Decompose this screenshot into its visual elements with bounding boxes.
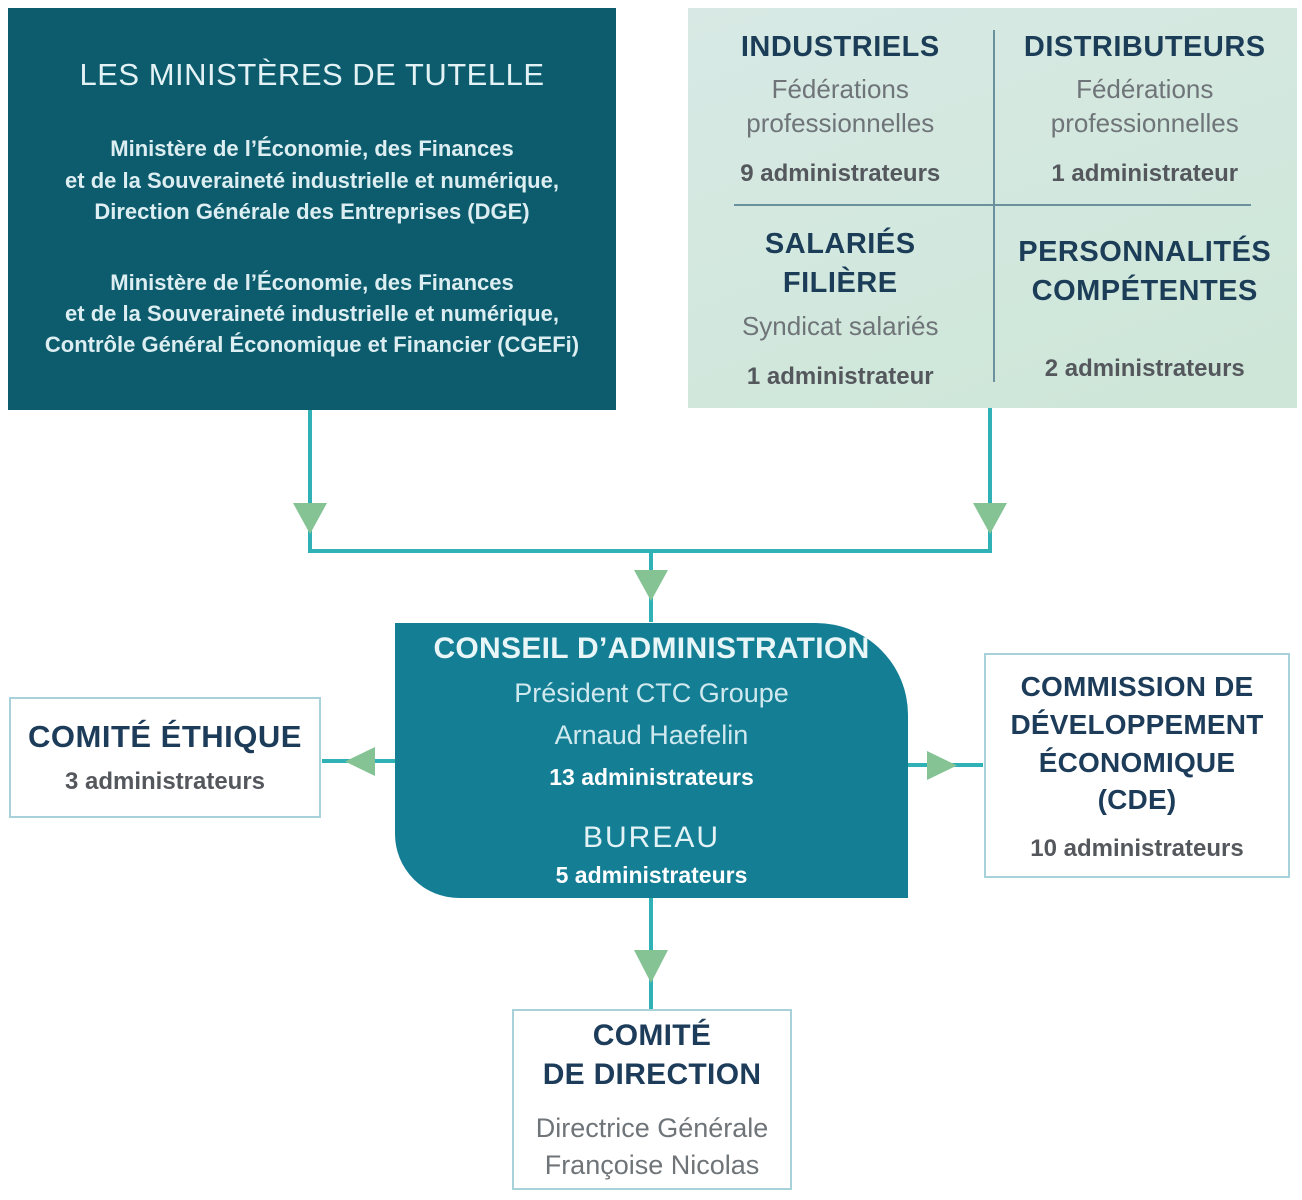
arrowhead-down-center-icon xyxy=(634,570,668,601)
ethics-title: COMITÉ ÉTHIQUE xyxy=(28,719,302,754)
ministries-title: LES MINISTÈRES DE TUTELLE xyxy=(79,57,545,93)
direction-title: COMITÉ DE DIRECTION xyxy=(542,1019,762,1092)
cde-count: 10 administrateurs xyxy=(1030,835,1244,863)
college-vertical-divider xyxy=(992,30,995,382)
arrowhead-right-icon xyxy=(927,751,957,780)
board-title: CONSEIL D’ADMINISTRATION xyxy=(433,632,870,666)
arrowhead-down-bottom-icon xyxy=(634,950,668,983)
comite-direction-box: COMITÉ DE DIRECTION Directrice Générale … xyxy=(512,1009,792,1190)
distributeurs-count: 1 administrateur xyxy=(1051,159,1239,187)
quadrant-personnalites: PERSONNALITÉS COMPÉTENTES 2 administrate… xyxy=(993,227,1298,389)
quadrant-salaries-filiere: SALARIÉS FILIÈRE Syndicat salariés 1 adm… xyxy=(688,219,993,397)
college-box: INDUSTRIELS Fédérations professionnelles… xyxy=(688,8,1297,408)
ministry-dge-text: Ministère de l’Économie, des Finances et… xyxy=(65,136,559,224)
bureau-title: BUREAU xyxy=(582,820,721,854)
ethics-count: 3 administrateurs xyxy=(64,768,266,795)
commission-cde-box: COMMISSION DE DÉVELOPPEMENT ÉCONOMIQUE (… xyxy=(984,653,1290,878)
comite-ethique-box: COMITÉ ÉTHIQUE 3 administrateurs xyxy=(9,697,321,818)
ministries-box: LES MINISTÈRES DE TUTELLE Ministère de l… xyxy=(8,8,616,410)
personnalites-title: PERSONNALITÉS COMPÉTENTES xyxy=(1018,235,1272,307)
industriels-count: 9 administrateurs xyxy=(740,159,941,187)
college-horizontal-divider xyxy=(734,204,1251,206)
industriels-title: INDUSTRIELS xyxy=(740,31,940,64)
cde-title: COMMISSION DE DÉVELOPPEMENT ÉCONOMIQUE (… xyxy=(1010,670,1264,816)
distributeurs-title: DISTRIBUTEURS xyxy=(1023,31,1266,64)
industriels-subtitle: Fédérations professionnelles xyxy=(746,74,935,138)
personnalites-count: 2 administrateurs xyxy=(1044,355,1245,383)
arrowhead-down-right-icon xyxy=(973,503,1007,534)
board-count: 13 administrateurs xyxy=(549,763,754,790)
conseil-administration-box: CONSEIL D’ADMINISTRATION Président CTC G… xyxy=(395,623,908,898)
salaries-count: 1 administrateur xyxy=(746,362,934,390)
board-president: Président CTC Groupe Arnaud Haefelin xyxy=(514,678,789,750)
quadrant-industriels: INDUSTRIELS Fédérations professionnelles… xyxy=(688,22,993,194)
ministry-cgefi-text: Ministère de l’Économie, des Finances et… xyxy=(44,270,580,358)
salaries-title: SALARIÉS FILIÈRE xyxy=(764,228,916,300)
arrowhead-left-icon xyxy=(345,747,375,776)
bureau-count: 5 administrateurs xyxy=(555,861,748,888)
distributeurs-subtitle: Fédérations professionnelles xyxy=(1050,74,1239,138)
direction-subtitle: Directrice Générale Françoise Nicolas xyxy=(535,1113,769,1180)
salaries-subtitle: Syndicat salariés xyxy=(741,310,939,341)
quadrant-distributeurs: DISTRIBUTEURS Fédérations professionnell… xyxy=(993,22,1298,194)
arrowhead-down-left-icon xyxy=(293,503,327,534)
